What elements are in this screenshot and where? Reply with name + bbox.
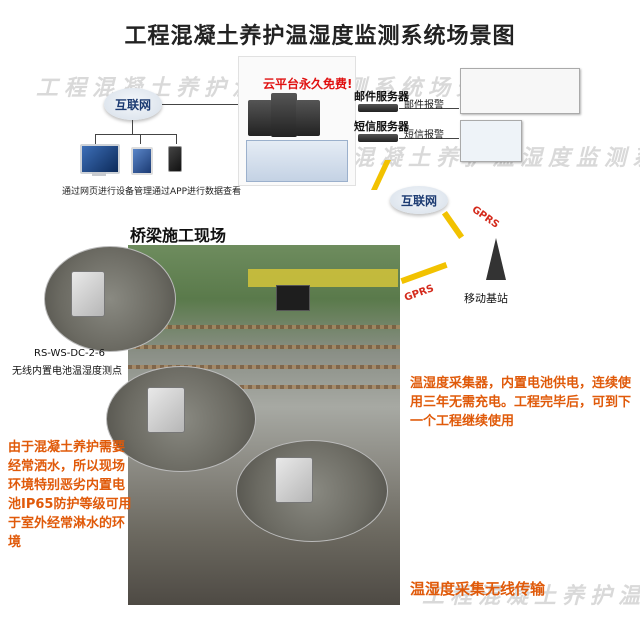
collector-description: 温湿度采集器，内置电池供电，连续使用三年无需充电。工程完毕后，可到下一个工程继续… bbox=[410, 376, 632, 429]
gprs-label-upper: GPRS bbox=[469, 204, 501, 231]
desktop-monitor-icon bbox=[80, 144, 120, 174]
rebar-row bbox=[128, 385, 400, 389]
internet-label-mid: 互联网 bbox=[400, 193, 437, 208]
internet-cloud-mid: 互联网 bbox=[390, 186, 448, 214]
device-desc-label: 无线内置电池温湿度测点 bbox=[12, 366, 122, 377]
base-station-label: 移动基站 bbox=[464, 292, 508, 305]
lightning-bolt-icon bbox=[400, 261, 448, 285]
cloud-free-banner: 云平台永久免费! bbox=[263, 77, 353, 91]
connector-center bbox=[140, 134, 141, 144]
monitor-stand-icon bbox=[92, 172, 106, 176]
sms-server-label: 短信服务器 bbox=[354, 120, 409, 133]
sensor-closeup-2 bbox=[106, 366, 256, 472]
sms-alarm-label: 短信报警 bbox=[404, 130, 444, 141]
wireless-description: 温湿度采集无线传输 bbox=[410, 580, 546, 598]
sms-server-icon bbox=[358, 134, 398, 142]
sensor-closeup-3 bbox=[236, 440, 388, 542]
collector-device-icon bbox=[276, 285, 310, 311]
sms-alarm-arrow bbox=[399, 138, 459, 139]
connector-left bbox=[95, 134, 96, 144]
sensor-device-icon bbox=[275, 457, 313, 503]
crane-beam bbox=[248, 269, 398, 287]
watermark-bottom: 工程混凝土养护温湿度监测系统场景图 bbox=[422, 584, 640, 609]
email-alarm-preview bbox=[460, 68, 580, 114]
gprs-label-lower: GPRS bbox=[403, 283, 436, 304]
lightning-bolt-icon bbox=[441, 210, 465, 240]
mail-server-icon bbox=[358, 104, 398, 112]
internet-label-top: 互联网 bbox=[114, 97, 151, 112]
mail-server-label: 邮件服务器 bbox=[354, 90, 409, 103]
connector-to-server bbox=[162, 104, 238, 105]
connector-vertical bbox=[132, 120, 133, 134]
app-view-label: 通过APP进行数据查看 bbox=[152, 187, 242, 197]
mail-alarm-arrow bbox=[399, 108, 459, 109]
sensor-closeup-1 bbox=[44, 246, 176, 352]
web-management-label: 通过网页进行设备管理 bbox=[62, 187, 153, 197]
rebar-row bbox=[128, 365, 400, 369]
tablet-icon bbox=[131, 147, 153, 175]
page-title: 工程混凝土养护温湿度监测系统场景图 bbox=[124, 24, 516, 49]
rebar-row bbox=[128, 345, 400, 349]
sms-alarm-preview bbox=[460, 120, 522, 162]
server-tower-icon bbox=[271, 93, 297, 137]
server-tower-icon bbox=[248, 100, 272, 136]
rebar-row bbox=[128, 325, 400, 329]
device-model-label: RS-WS-DC-2-6 bbox=[34, 348, 105, 359]
base-station-tower-icon bbox=[486, 238, 506, 280]
sensor-device-icon bbox=[147, 387, 185, 433]
connector-horizontal bbox=[95, 134, 177, 135]
mail-alarm-label: 邮件报警 bbox=[404, 100, 444, 111]
environment-description: 由于混凝土养护需要经常洒水，所以现场环境特别恶劣内置电池IP65防护等级可用于室… bbox=[8, 440, 132, 550]
connector-right bbox=[176, 134, 177, 144]
sensor-device-icon bbox=[71, 271, 105, 317]
server-tower-icon bbox=[296, 100, 320, 136]
bridge-site-title: 桥梁施工现场 bbox=[130, 226, 227, 245]
smartphone-icon bbox=[168, 146, 182, 172]
platform-screenshot bbox=[246, 140, 348, 182]
internet-cloud-top: 互联网 bbox=[104, 88, 162, 120]
